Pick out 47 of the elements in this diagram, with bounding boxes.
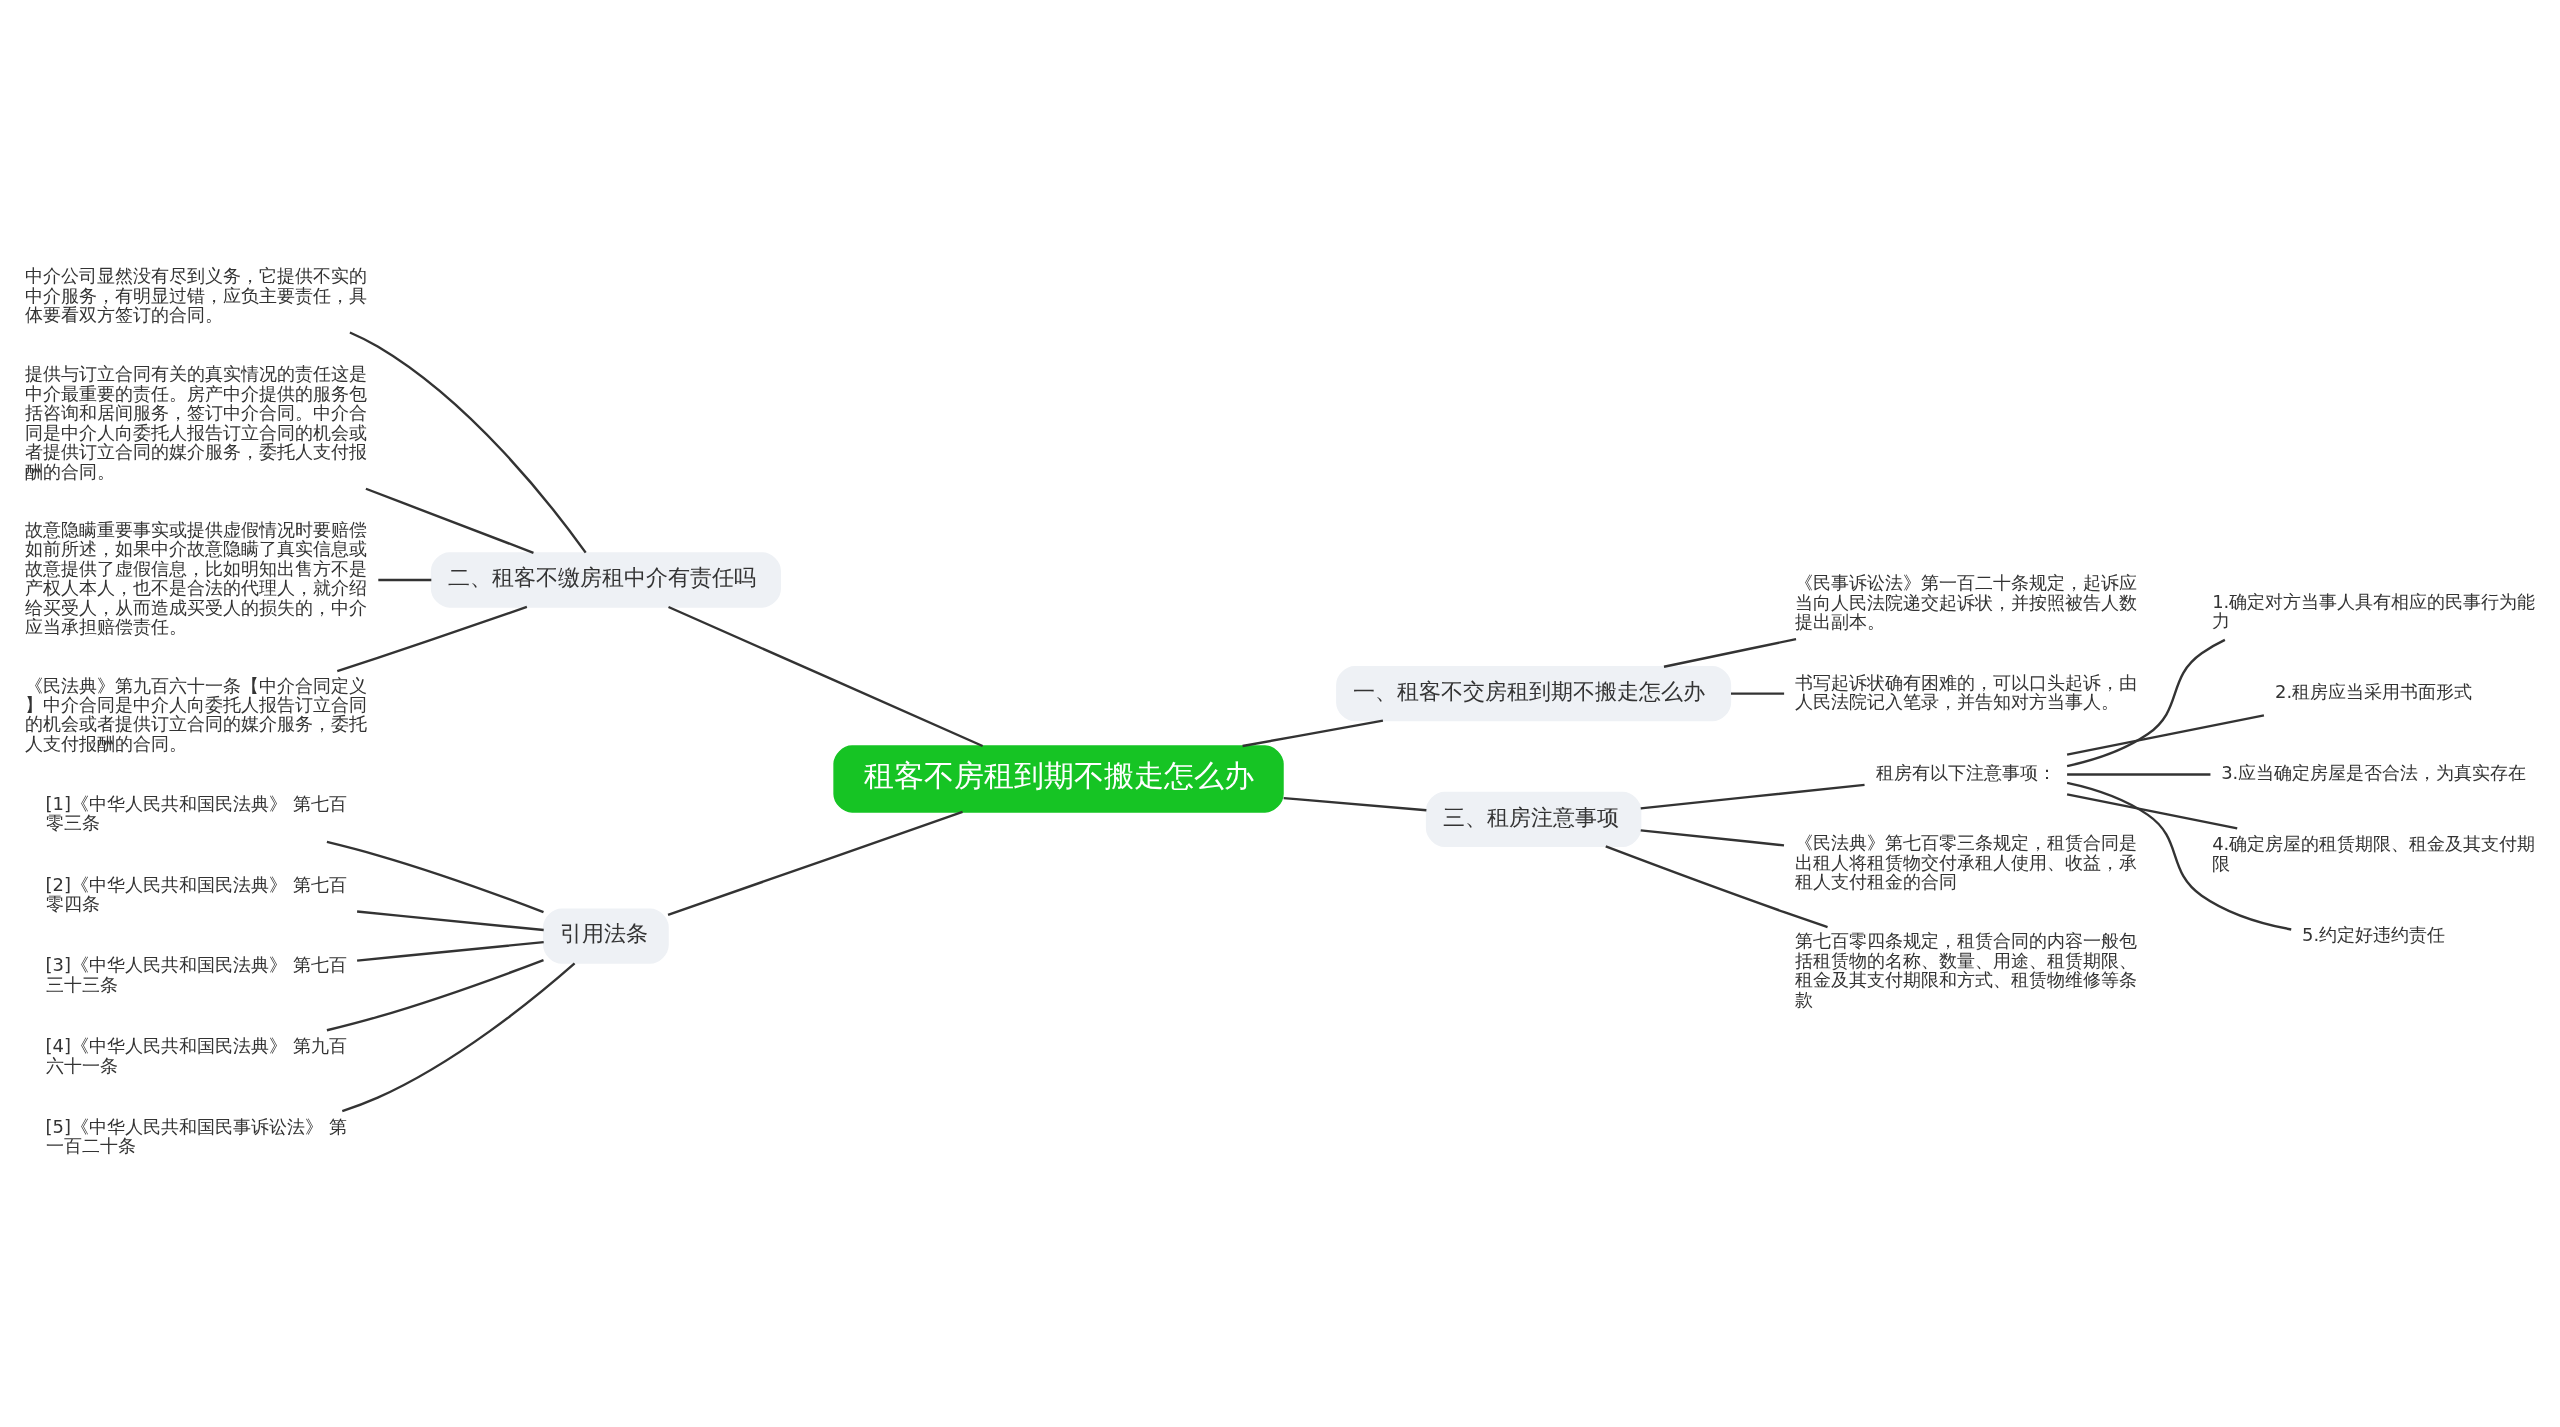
node-text: 书写起诉状确有困难的，可以口头起诉，由人民法院记入笔录，并告知对方当事人。 xyxy=(1794,671,2137,713)
connector xyxy=(1663,637,1797,668)
connector xyxy=(365,487,534,554)
node-text: [5]《中华人民共和国民事诉讼法》 第一百二十条 xyxy=(45,1115,347,1157)
connector xyxy=(2067,773,2211,776)
node-text: [3]《中华人民共和国民法典》 第七百三十三条 xyxy=(45,954,347,995)
node-box: 二、租客不缴房租中介有责任吗 xyxy=(430,552,781,608)
connector xyxy=(667,810,963,916)
connector xyxy=(2066,638,2226,768)
node-text: 4.确定房屋的租赁期限、租金及其支付期限 xyxy=(2212,833,2536,874)
node-text: 故意隐瞒重要事实或提供虚假情况时要赔偿如前所述，如果中介故意隐瞒了真实信息或故意提供了虚假信息，比如明知出售方不是产权人本人，也不是合法的代理人，就介绍给买受人，从而造成买受人的损失的，中介应当承担赔偿责任。 xyxy=(24,518,367,638)
connector xyxy=(341,962,576,1113)
node-text: [4]《中华人民共和国民法典》 第九百六十一条 xyxy=(45,1035,347,1076)
node-text: [2]《中华人民共和国民法典》 第七百零四条 xyxy=(45,873,347,915)
connector xyxy=(1605,845,1828,929)
node-text: 《民法典》第七百零三条规定，租赁合同是出租人将租赁物交付承租人使用、收益，承租人支付租金的合同 xyxy=(1794,832,2137,893)
node-text: 1.确定对方当事人具有相应的民事行为能力 xyxy=(2212,590,2536,632)
connector xyxy=(326,840,544,914)
connector xyxy=(1731,692,1785,695)
node-text: 中介公司显然没有尽到义务，它提供不实的中介服务，有明显过错，应负主要责任，具体要看双方签订的合同。 xyxy=(24,265,367,326)
node-box: 一、租客不交房租到期不搬走怎么办 xyxy=(1336,666,1732,722)
node-text: 《民法典》第九百六十一条【中介合同定义】中介合同是中介人向委托人报告订立合同的机会或者提供订立合同的媒介服务，委托人支付报酬的合同。 xyxy=(24,674,367,754)
node-text: 第七百零四条规定，租赁合同的内容一般包括租赁物的名称、数量、用途、租赁期限、租金及其支付期限和方式、租赁物维修等条款 xyxy=(1794,930,2137,1010)
node-text: 2.租房应当采用书面形式 xyxy=(2275,681,2473,703)
connector xyxy=(349,331,587,554)
connector xyxy=(1283,796,1427,812)
connector xyxy=(1640,829,1785,847)
connector xyxy=(2066,714,2265,756)
connector xyxy=(2066,781,2292,931)
node-text: 《民事诉讼法》第一百二十条规定，起诉应当向人民法院递交起诉状，并按照被告人数提出副本。 xyxy=(1794,572,2137,632)
connector xyxy=(356,910,544,932)
node-text: 5.约定好违约责任 xyxy=(2301,923,2446,945)
node-text: [1]《中华人民共和国民法典》 第七百零三条 xyxy=(45,792,347,834)
connector xyxy=(378,578,432,582)
node-box: 引用法条 xyxy=(543,908,669,964)
connector xyxy=(357,940,544,962)
node-text: 提供与订立合同有关的真实情况的责任这是中介最重要的责任。房产中介提供的服务包括咨询和居间服务，签订中介合同。中介合同是中介人向委托人报告订立合同的机会或者提供订立合同的媒介服务，委托人支付报酬的合同。 xyxy=(24,363,367,482)
connector xyxy=(2066,793,2238,830)
connector xyxy=(668,605,984,748)
connector xyxy=(326,958,544,1032)
node-box: 三、租房注意事项 xyxy=(1425,791,1642,848)
node-box: 租客不房租到期不搬走怎么办 xyxy=(833,745,1284,813)
connector xyxy=(1640,783,1865,810)
node-text: 3.应当确定房屋是否合法，为真实存在 xyxy=(2221,762,2527,784)
node-text: 租房有以下注意事项： xyxy=(1875,762,2056,784)
connector xyxy=(336,605,528,673)
connector xyxy=(1242,719,1384,748)
